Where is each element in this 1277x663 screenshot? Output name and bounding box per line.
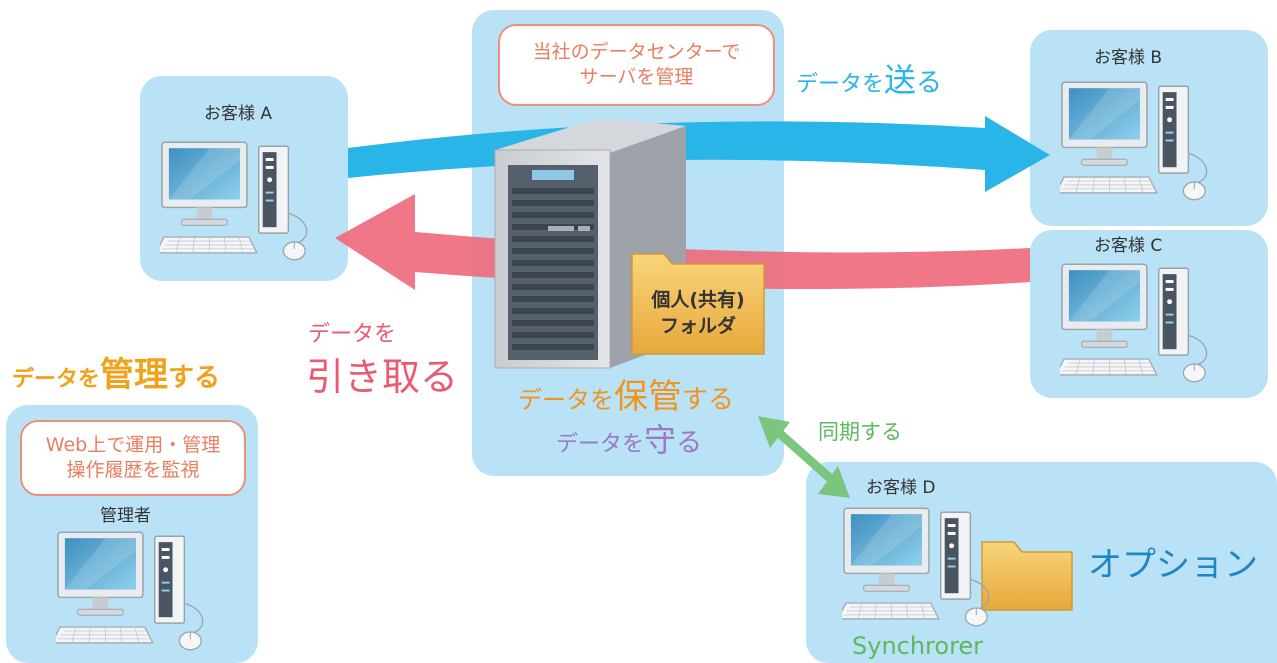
sync-arrowhead-down [818,466,850,498]
store-data-suffix: する [682,385,735,415]
sync-arrowhead-up [758,416,790,448]
shared-folder-label-line2: フォルダ [659,314,736,337]
customer-a-label: お客様 A [204,104,273,124]
shared-folder-label: 個人(共有) フォルダ [632,288,764,339]
customer-a-computer-icon [160,141,308,261]
shared-folder-label-line1: 個人(共有) [651,289,745,311]
manage-data-suffix: する [168,363,221,393]
server-callout: 当社のデータセンターで サーバを管理 [498,24,775,106]
customer-b-label: お客様 B [1094,48,1163,68]
customer-b-computer-icon [1060,81,1208,201]
customer-c-computer-icon [1060,263,1208,383]
protect-data-text: データを守る [556,424,702,456]
customer-d-label: お客様 D [866,478,936,498]
admin-computer-icon [56,531,204,651]
server-callout-line2: サーバを管理 [579,66,694,88]
send-data-text: データを送る [796,64,942,96]
admin-callout-line1: Web上で運用・管理 [45,434,221,457]
server-tower [494,118,686,369]
retrieve-data-line2: 引き取る [306,355,459,399]
option-folder-icon [981,541,1073,611]
protect-data-suffix: る [676,428,703,458]
admin-callout: Web上で運用・管理 操作履歴を監視 [20,420,246,496]
server-callout-line1: 当社のデータセンターで [532,41,741,64]
customer-d-computer-icon [842,507,990,627]
customer-c-label: お客様 C [1094,236,1163,256]
store-data-text: データを保管する [518,380,734,414]
store-data-big: 保管 [614,377,682,417]
manage-data-prefix: データを [12,367,101,392]
retrieve-data-line1: データを [308,322,397,347]
synchrorer-label: Synchrorer [852,632,984,660]
send-data-suffix: る [916,68,943,98]
send-data-big: 送 [884,61,917,99]
protect-data-prefix: データを [556,432,645,457]
admin-callout-line2: 操作履歴を監視 [66,459,200,481]
protect-data-big: 守 [644,421,677,459]
send-arrow [348,116,1050,192]
send-data-prefix: データを [796,72,885,97]
manage-data-big: 管理 [100,355,169,395]
option-label: オプション [1088,545,1258,585]
manage-data-heading: データを管理する [12,358,220,392]
admin-label: 管理者 [100,506,151,526]
sync-text: 同期する [818,420,902,444]
shared-folder-icon [631,253,765,355]
store-data-prefix: データを [518,386,614,414]
